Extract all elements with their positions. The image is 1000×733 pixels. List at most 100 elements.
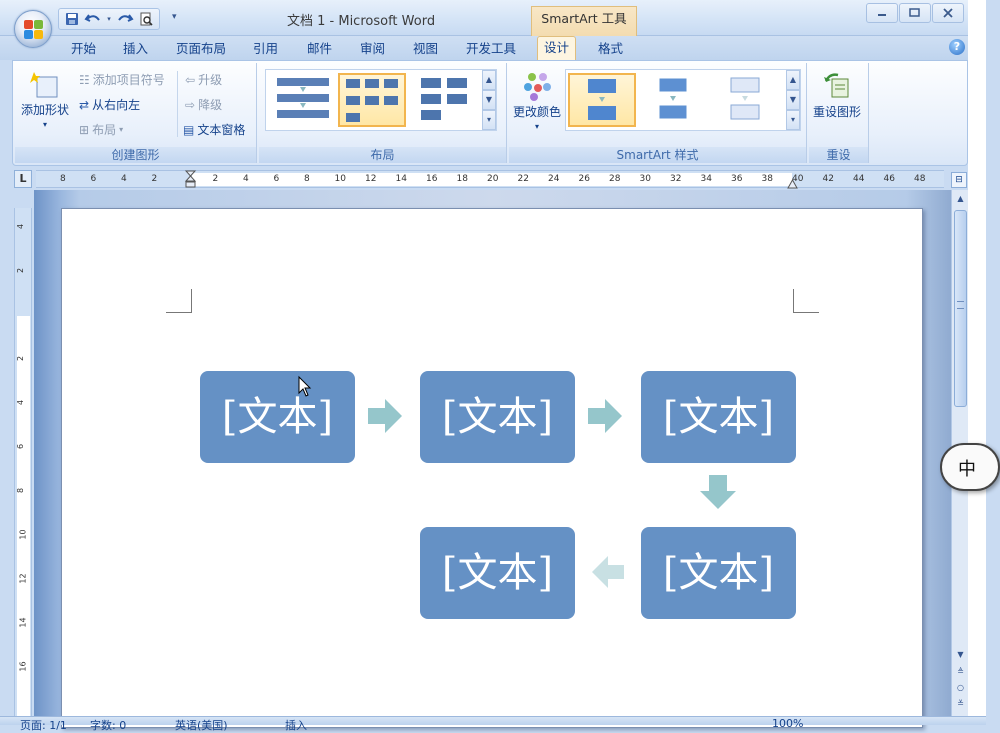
vertical-ruler-text-area xyxy=(17,316,30,723)
add-bullet-button[interactable]: ☷ 添加项目符号 xyxy=(79,71,165,88)
tab-selector[interactable]: L xyxy=(14,170,32,188)
change-colors-dropdown-icon: ▾ xyxy=(535,122,540,131)
close-button[interactable] xyxy=(932,3,964,23)
right-to-left-button[interactable]: ⇄ 从右向左 xyxy=(79,96,140,113)
ribbon-tabs: 开始 插入 页面布局 引用 邮件 审阅 视图 开发工具 设计 格式 ? xyxy=(0,36,986,60)
change-colors-icon xyxy=(524,73,551,101)
layout-button[interactable]: ⊞ 布局 ▾ xyxy=(79,121,123,138)
reset-graphic-icon xyxy=(824,73,849,98)
indent-marker-icon[interactable] xyxy=(184,170,197,188)
vertical-ruler-tick-label: 10 xyxy=(18,529,28,540)
reset-graphic-button[interactable]: 重设图形 xyxy=(813,71,861,120)
text-pane-icon: ▤ xyxy=(183,122,195,137)
arrow-right-icon xyxy=(588,399,622,433)
ruler-tick-label: 6 xyxy=(273,174,280,184)
status-language[interactable]: 英语(美国) xyxy=(175,719,228,732)
layout-option-vertical[interactable] xyxy=(270,73,338,127)
layouts-gallery: ▲ ▼ ▾ xyxy=(265,69,497,131)
right-indent-marker-icon[interactable] xyxy=(787,178,798,189)
help-icon[interactable]: ? xyxy=(949,39,965,55)
tab-format[interactable]: 格式 xyxy=(598,41,624,56)
reset-group-label: 重设 xyxy=(809,147,868,163)
smartart-node-4[interactable]: [文本] xyxy=(641,527,796,619)
redo-icon[interactable] xyxy=(116,10,134,28)
change-colors-button[interactable]: 更改颜色 ▾ xyxy=(513,71,561,131)
ruler-tick-label: 2 xyxy=(151,174,158,184)
layouts-more[interactable]: ▾ xyxy=(482,110,496,130)
layout-option-bending-process[interactable] xyxy=(338,73,406,127)
add-shape-icon xyxy=(30,72,58,98)
undo-dropdown-icon[interactable]: ▾ xyxy=(107,15,111,23)
layouts-group: ▲ ▼ ▾ 布局 xyxy=(259,63,507,163)
status-words[interactable]: 字数: 0 xyxy=(90,719,127,732)
tab-insert[interactable]: 插入 xyxy=(123,41,149,56)
tab-references[interactable]: 引用 xyxy=(253,41,279,56)
undo-icon[interactable] xyxy=(84,10,102,28)
smartart-node-5[interactable]: [文本] xyxy=(420,527,575,619)
smartart-node-1[interactable]: [文本] xyxy=(200,371,355,463)
group-divider xyxy=(177,71,178,137)
ime-language-bar[interactable]: 中 xyxy=(940,443,1000,491)
vertical-ruler-tick-label: 2 xyxy=(16,267,26,274)
style-option-simple-fill[interactable] xyxy=(568,73,636,127)
tab-home[interactable]: 开始 xyxy=(71,41,97,56)
layouts-group-label: 布局 xyxy=(259,147,506,163)
styles-more[interactable]: ▾ xyxy=(786,110,800,130)
ruler-tick-label: 46 xyxy=(883,174,895,184)
text-pane-button[interactable]: ▤ 文本窗格 xyxy=(183,121,245,138)
next-page-button[interactable]: ≚ xyxy=(957,699,964,708)
ruler-tick-label: 14 xyxy=(395,174,407,184)
demote-button[interactable]: ⇨ 降级 xyxy=(185,96,222,113)
customize-qat-icon[interactable]: ▾ xyxy=(172,12,177,22)
vertical-ruler-tick-label: 2 xyxy=(16,355,26,362)
styles-scroll-down[interactable]: ▼ xyxy=(786,90,800,110)
demote-label: 降级 xyxy=(198,98,223,112)
styles-scroll-up[interactable]: ▲ xyxy=(786,70,800,90)
ruler-tick-label: 28 xyxy=(609,174,621,184)
layout-dropdown-icon: ▾ xyxy=(119,125,124,134)
status-zoom[interactable]: 100% xyxy=(772,717,804,730)
previous-page-button[interactable]: ≜ xyxy=(957,667,964,676)
promote-label: 升级 xyxy=(198,73,223,87)
maximize-button[interactable] xyxy=(899,3,931,23)
minimize-button[interactable] xyxy=(866,3,898,23)
layouts-scroll-down[interactable]: ▼ xyxy=(482,90,496,110)
scrollbar-thumb[interactable] xyxy=(954,210,967,407)
style-option-white-outline[interactable] xyxy=(640,73,708,127)
tab-mailings[interactable]: 邮件 xyxy=(307,41,333,56)
print-preview-icon[interactable] xyxy=(137,10,155,28)
layouts-scroll-up[interactable]: ▲ xyxy=(482,70,496,90)
smartart-node-3[interactable]: [文本] xyxy=(641,371,796,463)
tab-developer[interactable]: 开发工具 xyxy=(466,41,517,56)
ruler-tick-label: 8 xyxy=(60,174,66,184)
scroll-up-button[interactable]: ▲ xyxy=(957,194,964,203)
layout-option-grid[interactable] xyxy=(412,73,480,127)
select-browse-object-button[interactable]: ○ xyxy=(957,683,964,692)
style-option-subtle[interactable] xyxy=(712,73,780,127)
tab-review[interactable]: 审阅 xyxy=(360,41,386,56)
smartart-node-2[interactable]: [文本] xyxy=(420,371,575,463)
status-page[interactable]: 页面: 1/1 xyxy=(20,719,67,732)
thumb-grip-icon xyxy=(957,301,964,309)
save-icon[interactable] xyxy=(63,10,81,28)
tab-page-layout[interactable]: 页面布局 xyxy=(176,41,227,56)
ruler-tick-label: 48 xyxy=(914,174,926,184)
promote-button[interactable]: ⇦ 升级 xyxy=(185,71,222,88)
layout-icon: ⊞ xyxy=(79,122,90,137)
tab-view[interactable]: 视图 xyxy=(413,41,439,56)
right-to-left-icon: ⇄ xyxy=(79,97,90,112)
add-shape-button[interactable]: 添加形状 ▾ xyxy=(21,71,69,129)
ruler-tick-label: 2 xyxy=(212,174,219,184)
vertical-ruler-tick-label: 8 xyxy=(16,487,26,494)
tab-design[interactable]: 设计 xyxy=(537,36,577,60)
ime-label: 中 xyxy=(958,459,976,480)
ruler-tick-label: 4 xyxy=(121,174,127,184)
document-page[interactable]: [文本] [文本] [文本] [文本] [文本] xyxy=(61,208,923,728)
view-ruler-icon[interactable]: ⊟ xyxy=(951,172,967,188)
vertical-ruler-tick-label: 14 xyxy=(18,617,28,628)
status-mode[interactable]: 插入 xyxy=(285,719,307,732)
office-button[interactable] xyxy=(14,10,52,48)
scroll-down-button[interactable]: ▼ xyxy=(957,650,964,659)
